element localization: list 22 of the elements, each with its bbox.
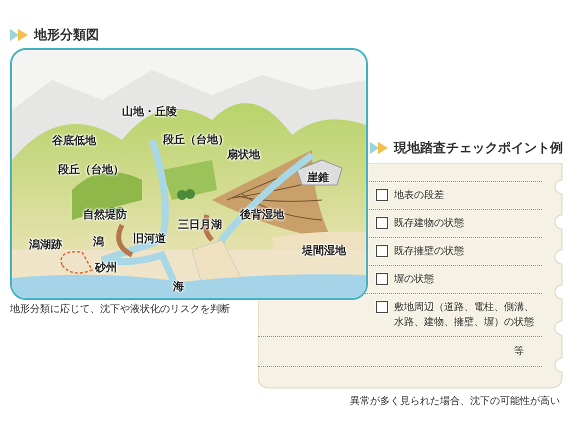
caption: 地形分類に応じて、沈下や液状化のリスクを判断 xyxy=(10,302,230,316)
landform-label: 段丘（台地） xyxy=(58,162,124,177)
landform-label: 砂州 xyxy=(95,260,117,275)
landform-label: 扇状地 xyxy=(227,147,260,162)
landform-label: 堤間湿地 xyxy=(302,243,346,258)
landform-label: 潟湖跡 xyxy=(29,237,62,252)
landform-label: 旧河道 xyxy=(133,231,166,246)
checklist-item: 地表の段差 xyxy=(394,188,445,203)
landform-label: 潟 xyxy=(93,234,104,249)
checklist-item: 既存建物の状態 xyxy=(394,216,465,231)
landform-label: 海 xyxy=(173,279,184,294)
landform-label: 段丘（台地） xyxy=(163,132,229,147)
title: 地形分類図 xyxy=(34,27,99,44)
landform-label: 三日月湖 xyxy=(178,217,222,232)
checklist-heading: 現地踏査チェックポイント例 xyxy=(394,140,563,157)
landform-label: 谷底低地 xyxy=(52,133,96,148)
footnote: 異常が多く見られた場合、沈下の可能性が高い xyxy=(350,394,560,408)
checklist-item: 敷地周辺（道路、電柱、側溝、水路、建物、擁壁、塀）の状態 xyxy=(394,300,535,330)
checklist-item: 既存擁壁の状態 xyxy=(394,244,465,259)
landform-label: 崖錐 xyxy=(307,170,329,185)
checklist-item: 塀の状態 xyxy=(394,272,435,287)
checklist-note: 等 xyxy=(514,345,524,359)
